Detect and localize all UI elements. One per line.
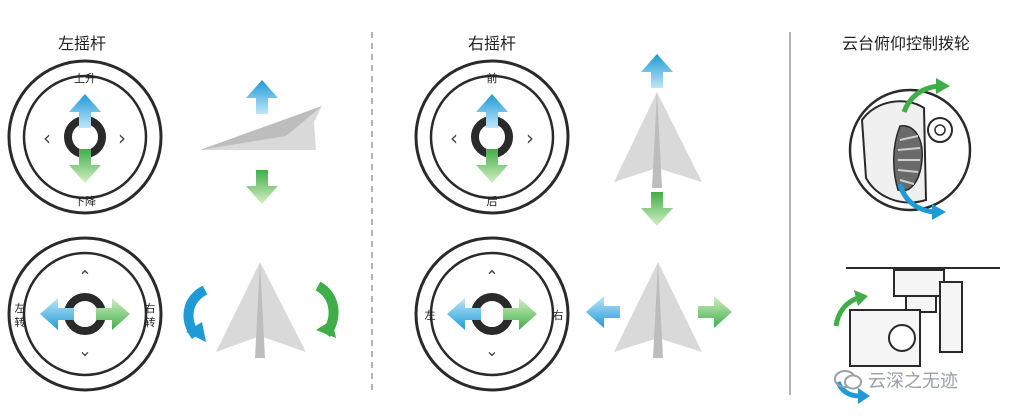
chevron-left-icon: ‹ <box>450 126 458 150</box>
plane-roll-illustration <box>586 262 732 358</box>
label-yaw-right-1: 右 <box>145 301 156 315</box>
curve-arrow-down-head <box>858 388 870 404</box>
gimbal-arm <box>939 281 963 353</box>
chevron-right-icon: › <box>526 126 534 150</box>
watermark-text: 云深之无迹 <box>868 371 958 392</box>
gimbal-dial-illustration <box>848 78 972 220</box>
left-stick-throttle-panel: 上升 下降 ‹ › <box>7 59 163 215</box>
chevron-down-icon: ⌄ <box>485 341 498 360</box>
title-left-stick: 左摇杆 <box>58 34 107 53</box>
title-right-stick: 右摇杆 <box>468 34 517 53</box>
arrow-down-icon <box>246 170 278 204</box>
chevron-right-icon: › <box>118 126 126 150</box>
paper-plane-top-crease <box>653 262 663 358</box>
arrow-up-icon <box>641 54 673 88</box>
label-yaw-right-2: 转 <box>145 315 156 329</box>
plane-pitch-illustration <box>614 54 702 226</box>
watermark: 云深之无迹 <box>834 367 958 393</box>
label-right: 右 <box>553 308 564 322</box>
rotate-right-arrow-head <box>316 320 336 338</box>
curve-arrow-down-icon <box>897 183 935 215</box>
arrow-left-icon <box>586 296 620 328</box>
curve-arrow-up-icon <box>833 295 859 327</box>
gimbal-mount <box>893 269 945 297</box>
curve-arrow-up-head <box>936 78 950 94</box>
dial-button-inner <box>934 124 946 136</box>
right-stick-roll-panel: ⌃ ⌄ 左 右 <box>414 236 570 392</box>
chevron-left-icon: ‹ <box>43 126 51 150</box>
gimbal-camera-illustration <box>833 267 1000 404</box>
label-yaw-left-1: 左 <box>15 302 26 315</box>
plane-climb-illustration <box>200 80 322 204</box>
label-up: 上升 <box>74 72 96 85</box>
paper-plane-side-fold <box>200 106 322 150</box>
arrow-up-icon <box>246 80 278 114</box>
chevron-down-icon: ⌄ <box>78 341 91 360</box>
label-left: 左 <box>425 309 436 322</box>
chevron-up-icon: ⌃ <box>78 267 91 286</box>
label-down: 下降 <box>74 194 96 208</box>
label-yaw-left-2: 转 <box>15 315 26 329</box>
arrow-down-icon <box>641 192 673 226</box>
chat-icon <box>834 370 862 390</box>
paper-plane-top-crease <box>255 262 265 358</box>
arrow-right-icon <box>698 296 732 328</box>
plane-yaw-illustration <box>183 262 339 358</box>
right-stick-pitch-panel: 前 后 ‹ › <box>414 59 570 215</box>
curve-arrow-down-head <box>932 204 946 220</box>
rotate-left-arrow-head <box>186 322 206 342</box>
chevron-up-icon: ⌃ <box>485 267 498 286</box>
left-stick-yaw-panel: ⌃ ⌄ 左 转 右 转 <box>7 236 163 392</box>
title-gimbal-dial: 云台俯仰控制拨轮 <box>842 34 971 53</box>
label-forward: 前 <box>487 71 498 85</box>
curve-arrow-up-head <box>854 290 868 306</box>
camera-lens <box>888 324 916 352</box>
curve-arrow-up-icon <box>901 83 939 113</box>
dial-wheel-grip <box>897 135 921 185</box>
dial-wheel <box>892 125 923 192</box>
paper-plane-top-crease <box>652 92 662 188</box>
label-backward: 后 <box>487 195 498 208</box>
